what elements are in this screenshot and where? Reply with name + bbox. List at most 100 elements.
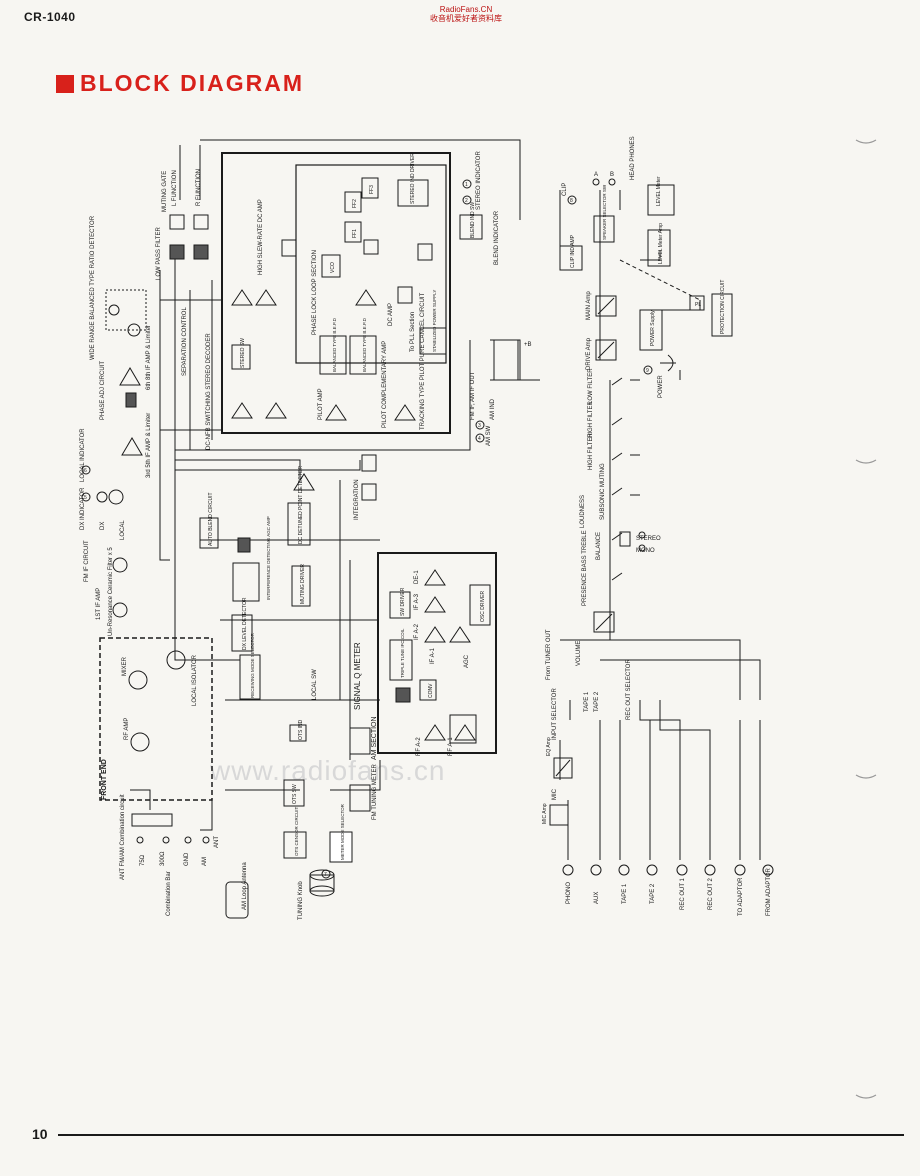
local-label: LOCAL	[120, 520, 126, 540]
conn-1: 1	[465, 182, 468, 188]
muting-gate-r	[193, 214, 209, 230]
pll-section-label: PHASE LOCK LOOP SECTION	[312, 250, 318, 335]
eq-amp-text: EQ Amp	[546, 737, 552, 756]
integration-label: INTEGRATION	[354, 479, 360, 520]
am-section-frame	[377, 552, 497, 754]
de1-label: DE-1	[414, 570, 420, 584]
dx-label: DX	[100, 522, 106, 530]
jack-rec-out2: REC OUT 2	[708, 877, 714, 910]
ff1-text: FF1	[352, 229, 358, 238]
ant-combination-box	[131, 813, 173, 827]
blend-indicator-label: BLEND INDICATOR	[494, 210, 500, 265]
am-if-sw-box	[493, 339, 519, 381]
tone-amp-box	[593, 611, 615, 633]
signal-q-meter-box	[349, 727, 371, 755]
sw-box-4	[363, 239, 379, 255]
agc-amp-text: INTERFERENCE DETECTING AGC AMP	[266, 516, 271, 600]
jack-from-adaptor: FROM ADAPTOR	[766, 867, 772, 916]
tape2-sel-label: TAPE 2	[594, 691, 600, 712]
bepd-a-text: BALANCED TYPE B.E.P.D	[332, 317, 337, 372]
agc-label: AGC	[464, 654, 470, 668]
blend-ind-sw-box	[459, 214, 483, 240]
osc-driver-box	[469, 584, 491, 626]
subsonic-muting-label: SUBSONIC MUTING	[600, 463, 606, 520]
agc-amp-box	[232, 562, 260, 602]
pl-box	[689, 295, 705, 311]
speakers-b-label: B	[610, 172, 614, 178]
level-amp-box	[647, 229, 671, 267]
input-selector-label: INPUT SELECTOR	[552, 688, 558, 740]
main-amp-box	[595, 295, 617, 317]
ff1-box	[344, 221, 362, 243]
watermark-header: RadioFans.CN 收音机爱好者资料库	[430, 5, 502, 23]
stereo-indicator-label: STEREO INDICATOR	[476, 151, 482, 210]
ots-ind-text: OTS IND	[298, 719, 304, 740]
speaker-sel-text: SPEAKER SELECTOR SW	[602, 184, 607, 240]
stereo-ind-driver-text: STEREO IND DRIVER	[410, 153, 416, 204]
high-filter-label: HIGH FILTER	[588, 400, 594, 438]
stereo-label: STEREO	[636, 536, 661, 542]
clip-ind-box	[559, 245, 583, 271]
tape1-sel-label: TAPE 1	[584, 691, 590, 712]
decoder-section-frame	[221, 152, 451, 434]
local-isolator-label: LOCAL ISOLATOR	[192, 654, 198, 706]
dx-level-text: DX LEVEL DETECTOR	[242, 597, 248, 650]
am-loop-antenna-label: AM Loop Antenna	[242, 862, 248, 910]
to-pll-label: To PLL Section	[410, 312, 416, 352]
vco-text: VCO	[330, 262, 336, 273]
sw-box-2	[397, 286, 413, 304]
pll-section-frame	[295, 164, 447, 364]
receiving-mode-box	[239, 654, 261, 700]
bepd-b-text: BALANCED TYPE B.E.P.D	[362, 317, 367, 372]
first-if-label: 1ST IF AMP	[96, 588, 102, 620]
third-if-label: 3rd 5th IF AMP & Limiter	[146, 413, 152, 478]
footer-rule	[58, 1134, 904, 1136]
sw-box-3	[417, 243, 433, 261]
high-slew-rate-label: HIGH SLEW-RATE DC AMP	[258, 199, 264, 275]
fm-tuning-meter-box	[349, 784, 371, 812]
sw-driver-text: SW DRIVER	[400, 587, 406, 616]
clip-label: CLIP	[562, 183, 568, 196]
power-label: POWER	[658, 375, 664, 398]
if-a2-label: IF A-2	[414, 623, 420, 640]
sw-driver-box	[389, 591, 411, 619]
jack-rec-out1: REC OUT 1	[680, 877, 686, 910]
triple-ifc-text: TRIPLE TUNE IFC COIL	[400, 628, 405, 678]
conv-box	[419, 679, 437, 701]
am-label: AM	[202, 857, 208, 866]
osc-driver-text: OSC DRIVER	[480, 590, 486, 622]
ots-ind-box	[289, 724, 307, 742]
watermark-header-cn: 收音机爱好者资料库	[430, 14, 502, 23]
conn-7: 7	[324, 872, 327, 878]
phase-adj-label: PHASE ADJ CIRCUIT	[100, 361, 106, 420]
dc-detuned-box	[287, 502, 311, 546]
protection-box	[711, 293, 733, 337]
sixth-if-label: 6th 8th IF AMP & Limiter	[146, 325, 152, 390]
if-a3-label: IF A-3	[414, 593, 420, 610]
meter-mode-text: METER MODE SELECTOR	[340, 803, 345, 860]
fm-am-if-out-label: FM IF, AM IF OUT	[470, 371, 476, 420]
lpf-label: LOW PASS FILTER	[156, 227, 162, 280]
level-amp-text: LEVEL Meter Amp	[658, 223, 664, 264]
blend-ind-sw-text: BLEND IND SW	[470, 202, 476, 238]
conv-text: CONV	[428, 683, 434, 698]
balance-label: BALANCE	[596, 532, 602, 560]
low-filter-label: LOW FILTER	[588, 368, 594, 404]
if-a1-label: IF A-1	[430, 647, 436, 664]
ohm300-label: 300Ω	[160, 851, 166, 866]
ant-combination-label: ANT FM/AM Combination circuit	[120, 794, 126, 880]
drive-amp-label: DRIVE Amp	[586, 337, 592, 370]
conn-4: 4	[478, 436, 481, 442]
vco-box	[321, 254, 341, 278]
front-end-frame	[99, 637, 213, 801]
rf-a1-label: RF A-1	[448, 737, 454, 756]
ratio-detector-label: WIDE RANGE BALANCED TYPE RATIO DETECTOR	[90, 215, 96, 360]
stereo-sw-text: STEREO SW	[240, 338, 246, 368]
eq-amp-box	[553, 757, 573, 779]
am-sw-label: AM SW	[486, 425, 492, 446]
dx-level-box	[231, 614, 253, 652]
r-function-label: R FUNCTION	[196, 169, 202, 206]
receiving-mode-text: RECEIVING MODE SELECTOR	[250, 632, 255, 698]
triple-ifc-box	[389, 639, 413, 681]
separation-control-label: SEPARATION CONTROL	[182, 307, 188, 376]
